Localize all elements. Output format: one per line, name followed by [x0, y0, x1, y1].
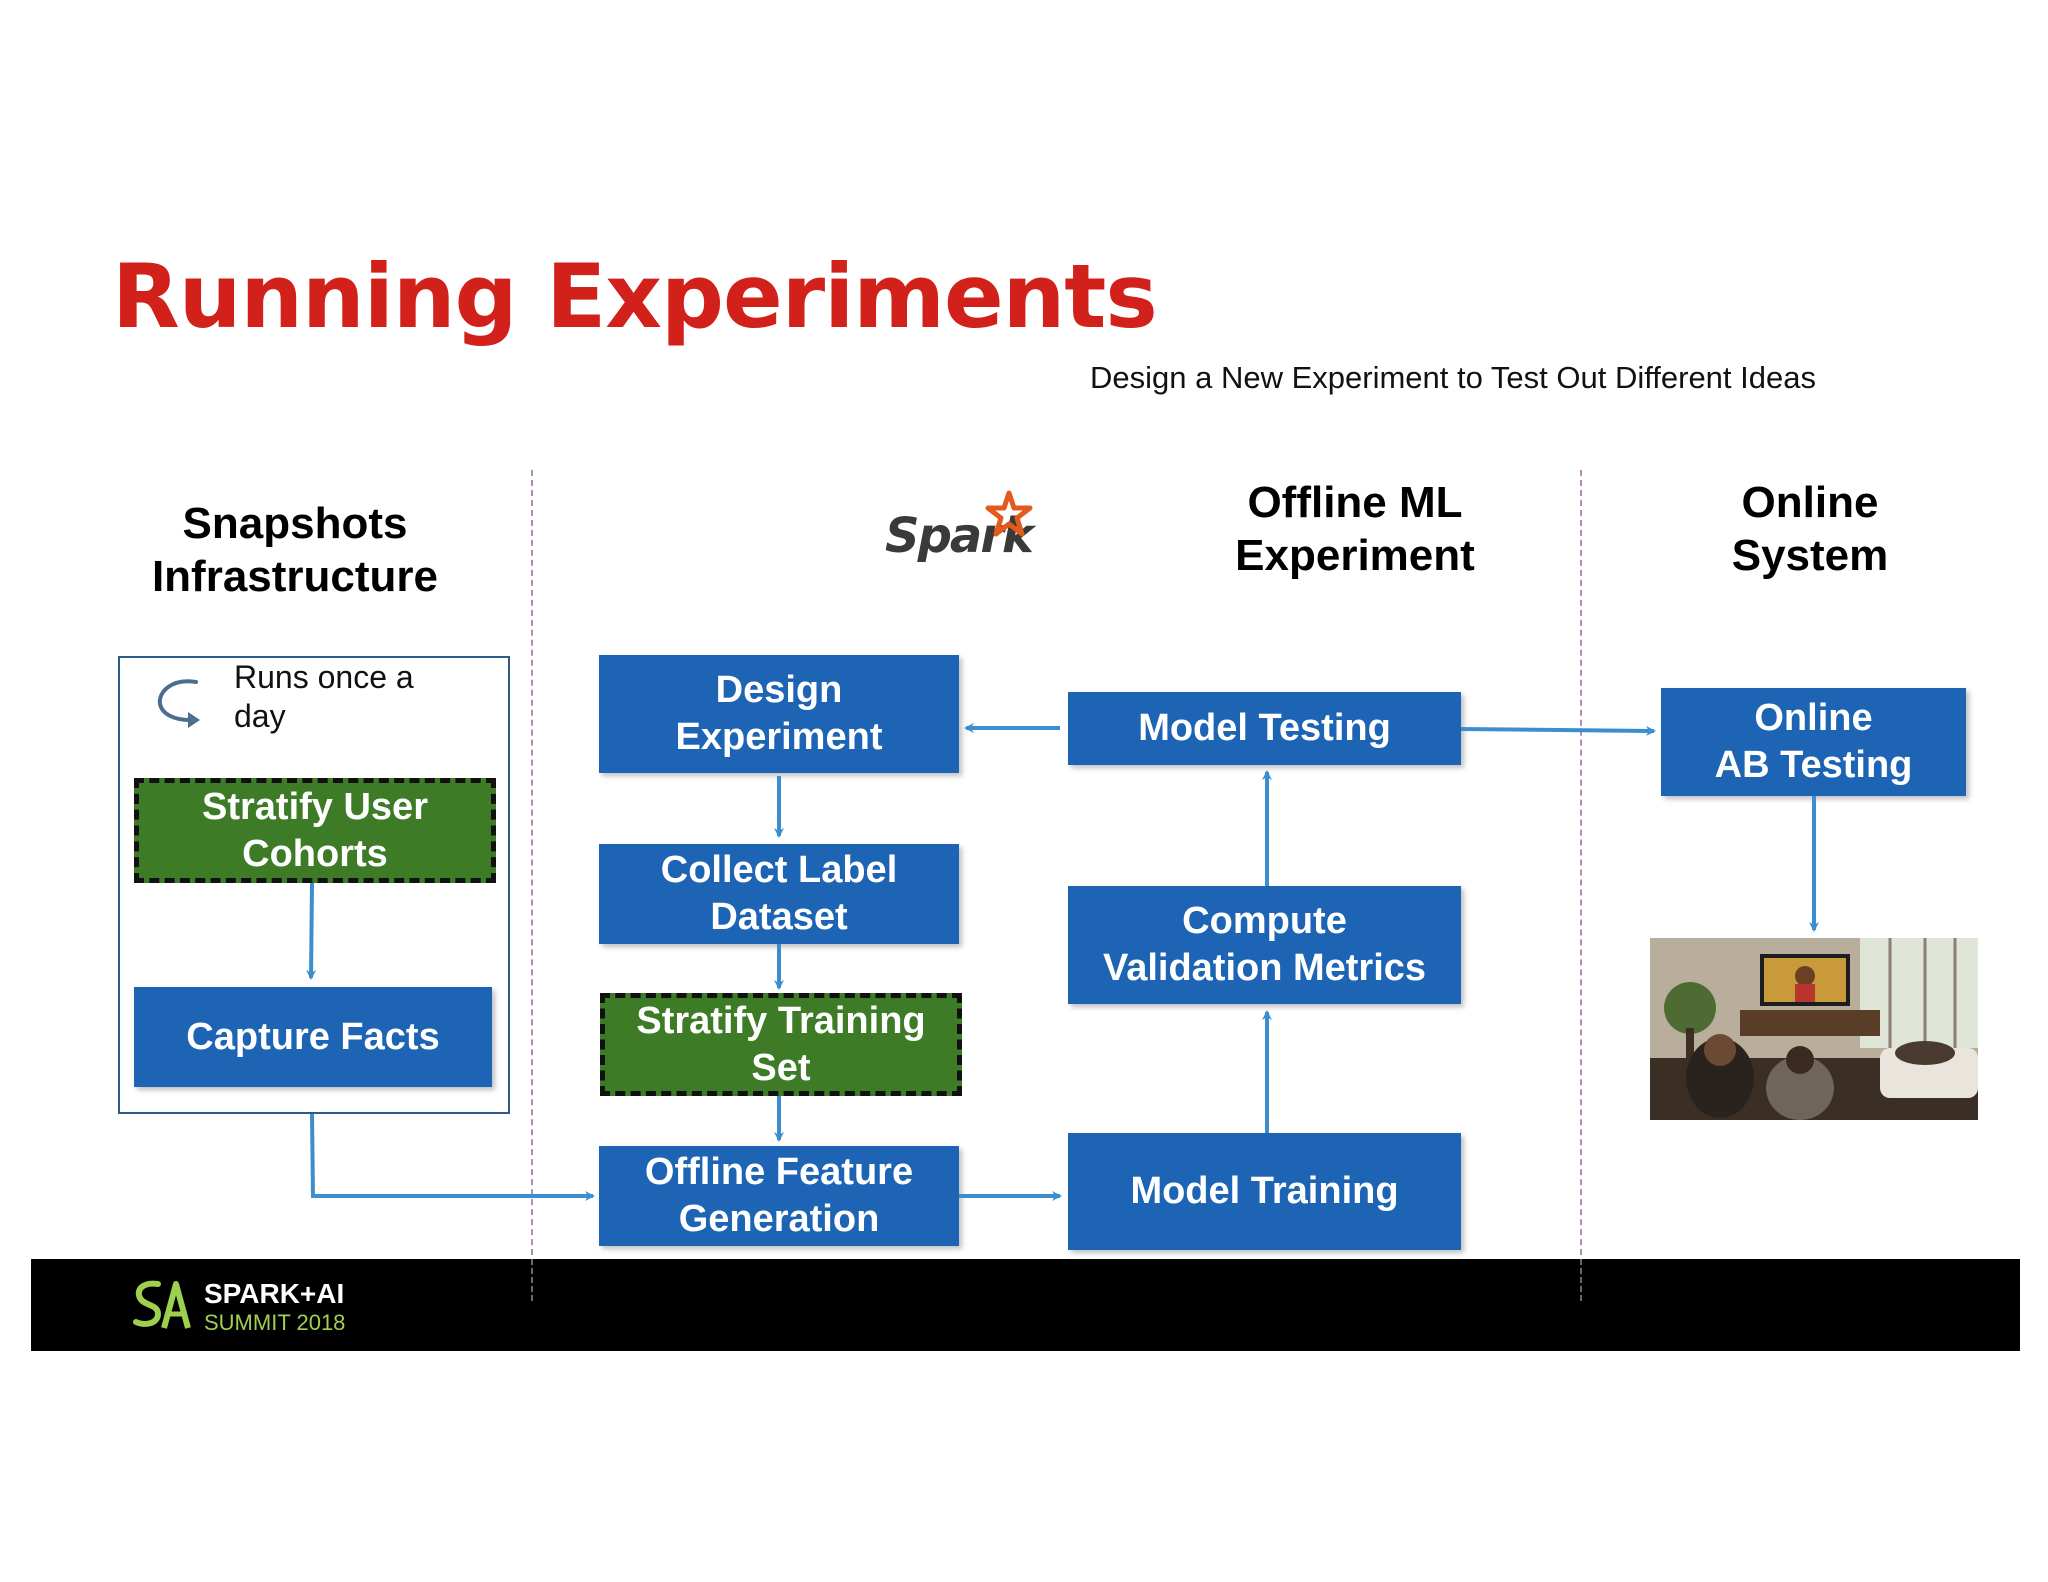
- column-divider: [531, 470, 533, 1305]
- box-line: Model Training: [1130, 1170, 1399, 1212]
- column-header-line: Infrastructure: [151, 552, 439, 601]
- column-header-online: Online System: [1660, 476, 1960, 582]
- page-title: Running Experiments: [112, 245, 1158, 348]
- box-line: Capture Facts: [186, 1015, 440, 1058]
- living-room-illustration: [1650, 938, 1978, 1120]
- column-header-line: Snapshots: [182, 499, 408, 548]
- model-training-box: Model Training: [1068, 1133, 1461, 1250]
- box-line: Collect Label: [660, 849, 898, 891]
- subtitle: Design a New Experiment to Test Out Diff…: [1090, 360, 1816, 395]
- summit-logo: SPARK+AI SUMMIT 2018: [204, 1278, 345, 1336]
- living-room-photo: [1650, 938, 1978, 1120]
- summit-logo-icon: [133, 1280, 191, 1329]
- runs-note-line: Runs once a: [234, 659, 414, 695]
- box-line: Experiment: [675, 716, 883, 758]
- column-divider: [531, 1259, 533, 1301]
- cycle-icon: [157, 679, 200, 728]
- box-line: Set: [751, 1046, 811, 1089]
- arrow-stratify-to-capture: [306, 882, 317, 980]
- footer-bar: [31, 1259, 2020, 1351]
- column-header-line: Online: [1741, 478, 1879, 527]
- runs-once-note: Runs once a day: [234, 658, 474, 736]
- summit-brand: SPARK+AI: [204, 1278, 345, 1309]
- box-line: Cohorts: [242, 832, 388, 875]
- arrow-testing-to-online: [1460, 725, 1656, 736]
- column-divider: [1580, 470, 1582, 1305]
- capture-facts-box: Capture Facts: [134, 987, 492, 1087]
- box-line: AB Testing: [1714, 744, 1913, 786]
- star-icon: [985, 490, 1033, 537]
- column-header-line: System: [1731, 531, 1889, 580]
- arrow-capture-to-feature: [310, 1113, 595, 1201]
- box-line: Online: [1754, 697, 1873, 739]
- spark-logo-text: Spark: [885, 508, 1034, 564]
- box-line: Offline Feature: [644, 1151, 914, 1193]
- column-header-line: Experiment: [1235, 531, 1475, 580]
- box-line: Model Testing: [1138, 707, 1391, 749]
- box-line: Stratify Training: [636, 999, 926, 1042]
- box-line: Compute: [1182, 900, 1347, 942]
- summit-event: SUMMIT 2018: [204, 1310, 346, 1335]
- box-line: Validation Metrics: [1102, 947, 1427, 989]
- box-line: Stratify User: [202, 785, 428, 828]
- runs-note-line: day: [234, 698, 286, 734]
- model-testing-box: Model Testing: [1068, 692, 1461, 765]
- box-line: Dataset: [710, 896, 848, 938]
- box-line: Generation: [678, 1198, 880, 1240]
- column-header-offline: Offline ML Experiment: [1185, 476, 1525, 582]
- column-header-line: Offline ML: [1247, 478, 1463, 527]
- box-line: Design: [715, 669, 843, 711]
- spark-logo: Spark: [885, 490, 1035, 570]
- column-header-snapshots: Snapshots Infrastructure: [120, 497, 470, 603]
- online-ab-testing-box: Online AB Testing: [1661, 688, 1966, 796]
- column-divider: [1580, 1259, 1582, 1301]
